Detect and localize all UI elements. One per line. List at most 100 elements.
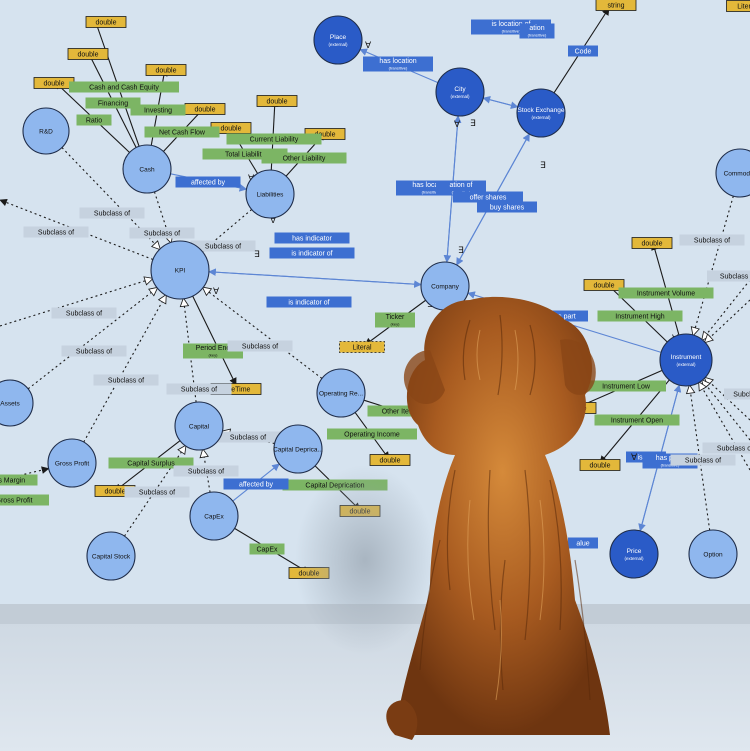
cls-label-box — [173, 465, 239, 477]
type-label: double — [379, 458, 400, 465]
quantifier-marker: ∀ — [213, 286, 220, 296]
attr-label: Total Liability — [225, 152, 266, 159]
cls-label-box — [215, 431, 281, 443]
cls-label: Subclass of — [685, 458, 721, 465]
attr-label: Instrument High — [615, 314, 665, 321]
node-instrument: Instrument(external) — [659, 333, 713, 387]
node-label: Liabilities — [257, 192, 284, 199]
node-label: Assets — [0, 401, 20, 408]
type-label-box — [726, 0, 750, 12]
node-label: Capital Stock — [92, 554, 131, 561]
node-liabilities: Liabilities — [245, 169, 295, 219]
rel-label: ation — [529, 25, 544, 32]
type-label: Literal — [352, 345, 372, 352]
attr-label-box — [226, 133, 322, 145]
cls-label: Subclass of — [144, 231, 180, 238]
node-label: Instrument — [671, 354, 702, 361]
cls-label: Subclass of — [188, 469, 224, 476]
type-label-box — [67, 48, 109, 60]
graph-edge — [693, 195, 734, 335]
type-label: double — [104, 489, 125, 496]
type-label: dateTime — [222, 387, 251, 394]
node-rd: R&D — [22, 107, 70, 155]
attr-label-box — [327, 428, 417, 440]
graph-nodes: Place(external)City(external)Stock Excha… — [0, 15, 750, 581]
attr-label: Other Items — [382, 409, 419, 416]
cls-label-box — [679, 234, 745, 246]
node-label: R&D — [39, 129, 53, 136]
rel-label-sub: (transitive) — [422, 190, 441, 195]
cls-label-box — [702, 442, 750, 454]
rel-label: ation of — [450, 182, 473, 189]
rel-label-sub: (transitive) — [502, 29, 521, 34]
graph-edge — [61, 147, 160, 250]
attr-label: Instrument Low — [602, 384, 651, 391]
cls-label-box — [23, 226, 89, 238]
node-option: Option — [688, 529, 738, 579]
type-label: double — [589, 463, 610, 470]
graph-labels: double double double double double double doub… — [0, 0, 750, 579]
attr-label: Instrument Volume — [637, 291, 695, 298]
cls-label: Subclass of — [230, 435, 266, 442]
attr-label: Financing — [98, 101, 128, 108]
graph-edge — [192, 295, 237, 386]
attr-label-box — [202, 148, 288, 160]
rel-label-box — [363, 56, 433, 72]
rel-label-box — [538, 310, 588, 322]
node-sub-label: (external) — [328, 42, 348, 47]
attr-label-box — [249, 543, 285, 555]
type-label-box — [256, 95, 298, 107]
rel-label-box — [223, 478, 289, 490]
type-label-box — [369, 454, 411, 466]
rel-label: has part — [550, 314, 575, 321]
type-label: double — [77, 52, 98, 59]
type-label-box — [339, 341, 385, 353]
cls-label: Subclass of — [38, 230, 74, 237]
cls-label: Subclass of — [181, 387, 217, 394]
cls-label: Subcla — [733, 392, 750, 399]
node-label: City — [454, 86, 466, 93]
node-label: Company — [431, 284, 460, 291]
quantifier-marker: ∃ — [458, 245, 464, 255]
attr-label-box — [0, 494, 49, 506]
attr-label-box — [261, 152, 347, 164]
cls-label-box — [61, 345, 127, 357]
rel-label: has indicator — [292, 236, 332, 243]
node-label: Place — [330, 34, 347, 41]
node-capex: CapEx — [189, 491, 239, 541]
graph-edge — [153, 191, 171, 243]
type-label: double — [43, 81, 64, 88]
node-operating-re: Operating Re... — [316, 368, 366, 418]
cls-label: Subclass of — [717, 446, 750, 453]
node-price: Price(external) — [609, 529, 659, 579]
rel-label-box — [568, 537, 598, 549]
type-label: double — [314, 132, 335, 139]
rel-label-box — [568, 45, 598, 57]
quantifier-marker: ∀ — [454, 119, 461, 129]
rel-label-box — [477, 201, 537, 213]
type-label-box — [583, 279, 625, 291]
rel-label: alue — [576, 541, 589, 548]
node-label: Cash — [139, 167, 155, 174]
rel-label-box — [266, 296, 352, 308]
attr-label: Current Liability — [250, 137, 299, 144]
node-label: Stock Exchange — [518, 107, 565, 114]
rel-label: Code — [575, 49, 592, 56]
rel-label-sub: (transitive) — [528, 33, 547, 38]
graph-edge — [0, 198, 154, 261]
cls-label-box — [79, 207, 145, 219]
node-label: CapEx — [204, 514, 224, 521]
rel-label: is indicator of — [288, 300, 329, 307]
rel-label-sub: (transitive) — [661, 463, 680, 468]
quantifier-marker: ∃ — [254, 249, 260, 259]
type-label: string — [607, 3, 624, 10]
cls-label-box — [129, 227, 195, 239]
graph-edge — [184, 299, 197, 403]
graph-edge — [699, 382, 750, 471]
type-label: double — [593, 283, 614, 290]
cls-label-box — [670, 454, 736, 466]
rel-label: has location — [412, 182, 449, 189]
type-label-box — [85, 16, 127, 28]
quantifier-marker: ∃ — [540, 160, 546, 170]
type-label-box — [579, 459, 621, 471]
